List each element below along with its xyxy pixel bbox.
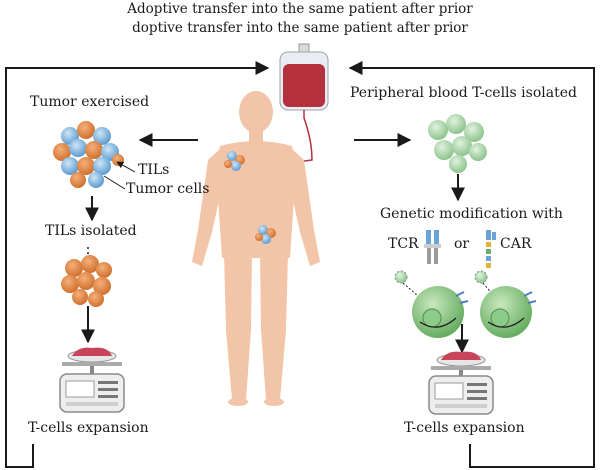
car-receptor-icon (486, 230, 496, 268)
tils-pointer (116, 161, 136, 173)
tumor-cells-label: Tumor cells (126, 181, 210, 197)
header-line-2: doptive transfer into the same patient a… (132, 20, 468, 36)
tils-isolated-label: TILs isolated (45, 223, 137, 239)
body-tumor-chest (224, 151, 245, 171)
peripheral-tcells-icon (428, 114, 487, 173)
tumor-exercised-label: Tumor exercised (30, 94, 150, 110)
right-return-arrow (348, 61, 595, 468)
human-body-icon (192, 91, 320, 406)
left-incubator-icon (59, 347, 125, 413)
isolated-tils-icon (61, 255, 112, 307)
tils-label: TILs (138, 162, 170, 178)
peripheral-label: Peripheral blood T-cells isolated (350, 85, 577, 101)
tumor-cells-pointer (103, 175, 126, 190)
tcr-receptor-icon (424, 230, 441, 264)
left-return-arrow (5, 61, 270, 468)
or-label: or (454, 236, 470, 252)
tumor-cluster-icon (53, 121, 124, 188)
modified-tcell-left-icon (394, 270, 469, 338)
left-expansion-label: T-cells expansion (28, 420, 149, 436)
right-expansion-label: T-cells expansion (404, 420, 525, 436)
genetic-mod-label: Genetic modification with (380, 206, 563, 222)
body-tumor-abdomen (255, 225, 276, 244)
car-label: CAR (500, 236, 532, 252)
modified-tcell-right-icon (474, 270, 537, 338)
tcr-label: TCR (388, 236, 419, 252)
outer-loop-lines (5, 61, 595, 468)
iv-blood-bag-icon (279, 43, 329, 164)
header-line-1: Adoptive transfer into the same patient … (127, 1, 473, 17)
right-incubator-icon (428, 351, 494, 415)
